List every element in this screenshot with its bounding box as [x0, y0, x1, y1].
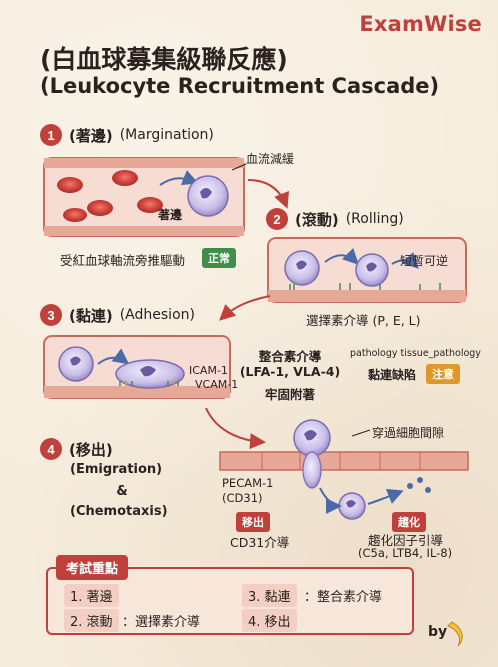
firm-adhesion-label: 牢固附著 — [264, 387, 315, 402]
emigration-badge: 移出 — [236, 512, 270, 532]
step-title-zh: (滾動) — [295, 210, 339, 229]
pecam-label: PECAM-1 — [222, 476, 274, 490]
step-title-zh: (移出) — [69, 440, 113, 459]
chemotaxis-caption: 趨化因子引導 — [368, 533, 444, 548]
exam-item-rolling: 2. 滾動 — [64, 609, 119, 632]
step-1-heading: 1 (著邊) (Margination) — [40, 124, 214, 146]
emigration-title-en: (Emigration) — [70, 462, 163, 477]
rolling-vessel — [267, 237, 467, 303]
margination-vessel — [43, 157, 245, 237]
integrin-label: 整合素介導 — [258, 349, 322, 364]
title-english: (Leukocyte Recruitment Cascade) — [40, 74, 440, 98]
title-chinese: (白血球募集級聯反應) — [40, 45, 288, 74]
step-4-heading: 4 (移出) — [40, 438, 113, 460]
reversible-label: 短暫可逆 — [400, 254, 449, 268]
normal-badge: 正常 — [202, 248, 236, 268]
margination-caption: 受紅血球軸流旁推驅動 — [60, 253, 186, 268]
step-2-heading: 2 (滾動) (Rolling) — [266, 208, 404, 230]
chemotaxis-badge: 趨化 — [392, 512, 426, 532]
step-number: 4 — [40, 438, 62, 460]
exam-item-emigration: 4. 移出 — [242, 609, 297, 632]
warning-badge: 注意 — [426, 364, 460, 384]
ampersand-label: & — [116, 484, 128, 499]
step-title-en: (Margination) — [119, 127, 214, 143]
step-title-zh: (黏連) — [69, 306, 113, 325]
step-title-en: (Rolling) — [345, 211, 404, 227]
chemotaxis-title-en: (Chemotaxis) — [70, 504, 168, 519]
red-blood-cell — [137, 197, 163, 213]
emigration-caption: CD31介導 — [230, 535, 290, 550]
arrow-icon — [219, 295, 271, 321]
vcam-label: VCAM-1 — [195, 378, 239, 391]
exam-item-adhesion-extra: ：整合素介導 — [304, 590, 383, 605]
red-blood-cell — [87, 200, 113, 216]
step-title-en: (Adhesion) — [119, 307, 195, 323]
step-number: 2 — [266, 208, 288, 230]
arrow-icon — [205, 407, 266, 450]
arrow-icon — [247, 179, 289, 209]
red-blood-cell — [63, 208, 87, 222]
margination-cell-label: 著邊 — [158, 208, 183, 222]
adhesion-vessel — [43, 335, 231, 399]
flow-label: 血流減緩 — [246, 152, 295, 166]
icam-label: ICAM-1 — [189, 364, 228, 377]
red-blood-cell — [57, 177, 83, 193]
rolling-caption: 選擇素介導 (P, E, L) — [306, 313, 421, 328]
byline: by — [428, 624, 448, 640]
pathology-tag: pathology tissue_pathology — [350, 348, 481, 359]
brand-logo: ExamWise — [359, 12, 482, 36]
integrin-types-label: (LFA-1, VLA-4) — [239, 364, 341, 379]
red-blood-cell — [112, 170, 138, 186]
exam-item-margination: 1. 著邊 — [64, 584, 119, 607]
exam-focus-title: 考試重點 — [56, 555, 129, 580]
adhesion-defect-label: 黏連缺陷 — [368, 368, 417, 382]
cd31-label: (CD31) — [222, 491, 263, 505]
emigration-vessel — [219, 419, 469, 520]
step-title-zh: (著邊) — [69, 126, 113, 145]
exam-item-adhesion: 3. 黏連 — [242, 584, 297, 607]
cross-gap-label: 穿過細胞間隙 — [372, 426, 445, 440]
banana-icon — [447, 621, 463, 647]
chemotaxis-factors: (C5a, LTB4, IL-8) — [358, 546, 453, 560]
exam-item-rolling-extra: ：選擇素介導 — [122, 615, 201, 630]
step-3-heading: 3 (黏連) (Adhesion) — [40, 304, 195, 326]
step-number: 3 — [40, 304, 62, 326]
step-number: 1 — [40, 124, 62, 146]
